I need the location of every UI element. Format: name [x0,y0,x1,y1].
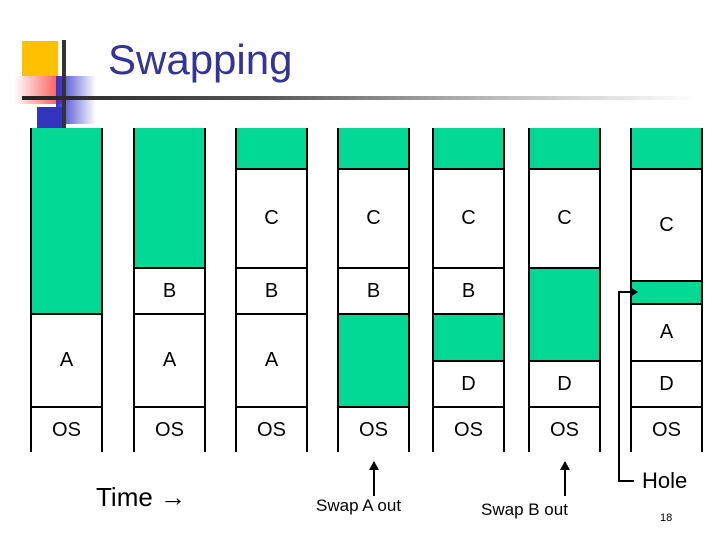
memory-block-label: OS [155,418,184,441]
time-axis-label: Time → [96,482,187,512]
decoration-blue-square [37,107,63,131]
decoration-horizontal-rule [22,96,698,100]
hole-arrow-icon [630,287,638,297]
memory-block-label: C [264,207,279,229]
memory-column: B A OS [133,128,206,452]
decoration-vertical-rule [62,40,66,133]
memory-block-process: B [434,267,503,313]
memory-block-label: D [659,372,674,395]
hole-label: Hole [642,468,688,493]
memory-block-label: D [461,372,476,395]
memory-block-label: A [59,349,74,371]
memory-block-process: C [434,168,503,267]
memory-block-label: C [659,213,674,236]
memory-block-process: B [339,267,408,313]
memory-block-label: D [557,372,572,395]
memory-block-free [530,267,599,360]
memory-block-free [135,128,204,267]
memory-block-label: OS [359,418,388,441]
memory-block-process: OS [32,406,101,452]
memory-block-label: B [461,279,476,302]
memory-column: C B D OS [432,128,505,452]
memory-block-label: C [461,207,476,229]
memory-block-label: A [162,349,177,371]
hole-arrow-line [618,291,632,293]
memory-block-free [632,280,701,303]
memory-block-process: D [632,360,701,406]
memory-block-process: OS [339,406,408,452]
memory-block-free [237,128,306,168]
swap-a-out-arrow [369,461,379,496]
memory-block-process: D [530,360,599,406]
hole-callout-line [618,292,620,482]
memory-block-free [339,128,408,168]
page-title: Swapping [108,36,293,83]
memory-block-process: B [237,267,306,313]
memory-block-process: A [632,303,701,360]
memory-column: C D OS [528,128,601,452]
memory-block-label: A [264,349,279,371]
memory-block-free [530,128,599,168]
memory-block-label: OS [652,418,681,441]
memory-block-free [32,128,101,313]
memory-column: A OS [30,128,103,452]
memory-block-process: B [135,267,204,313]
memory-block-process: OS [530,406,599,452]
memory-block-free [434,313,503,360]
decoration-yellow-square [22,41,58,76]
memory-block-free [434,128,503,168]
memory-block-label: C [557,207,572,229]
memory-block-process: A [32,313,101,406]
swap-b-out-label: Swap B out [481,500,568,519]
swap-b-out-arrow [560,461,570,496]
memory-block-label: C [366,207,381,229]
memory-block-process: OS [237,406,306,452]
memory-block-process: C [632,168,701,280]
memory-block-process: A [135,313,204,406]
memory-block-free [339,313,408,406]
swap-a-out-label: Swap A out [316,496,402,515]
memory-block-process: A [237,313,306,406]
memory-block-free [632,128,701,168]
memory-column: C B A OS [235,128,308,452]
memory-block-label: B [162,279,177,302]
page-number: 18 [660,512,673,524]
memory-block-process: OS [135,406,204,452]
memory-block-label: OS [52,418,81,441]
memory-block-label: B [264,279,279,302]
memory-block-label: B [366,279,381,302]
memory-block-process: OS [632,406,701,452]
memory-block-label: OS [454,418,483,441]
memory-block-process: D [434,360,503,406]
memory-block-process: C [237,168,306,267]
hole-callout-stub [618,480,634,482]
memory-block-label: OS [257,418,286,441]
memory-block-process: OS [434,406,503,452]
memory-block-label: A [659,321,674,343]
memory-column: C A D OS [630,128,703,452]
memory-column: C B OS [337,128,410,452]
memory-block-process: C [530,168,599,267]
memory-block-process: C [339,168,408,267]
memory-block-label: OS [550,418,579,441]
